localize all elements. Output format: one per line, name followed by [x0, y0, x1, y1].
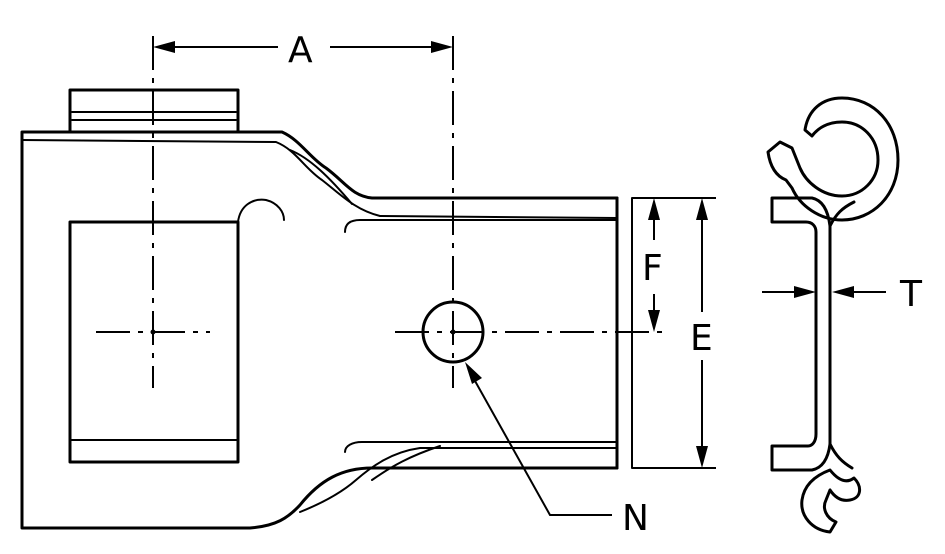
barrel-window	[68, 220, 240, 464]
dimension-e	[632, 197, 716, 469]
dimension-a	[153, 41, 453, 53]
bottom-hook	[800, 468, 861, 534]
link-plate	[20, 88, 633, 530]
label-e: E	[690, 318, 713, 359]
label-t: T	[899, 274, 923, 315]
label-a: A	[288, 30, 313, 71]
leader-n	[465, 362, 612, 516]
dimension-f	[648, 198, 660, 332]
top-hook	[766, 96, 900, 222]
label-f: F	[642, 248, 663, 289]
cross-section	[766, 96, 900, 534]
dimension-t	[762, 286, 886, 298]
hole-n	[421, 300, 485, 364]
section-profile	[770, 196, 832, 472]
plate-outline	[20, 130, 619, 530]
label-n: N	[622, 498, 649, 539]
